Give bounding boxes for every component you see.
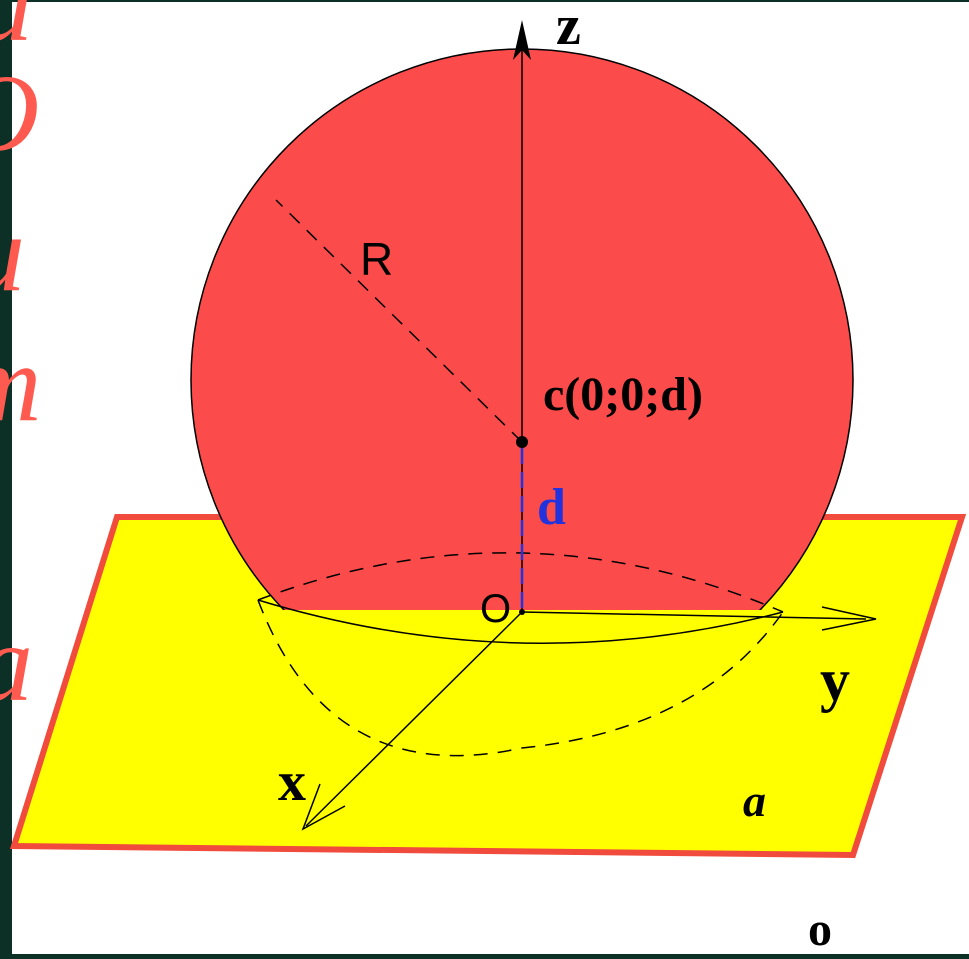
radius-label: R — [360, 233, 393, 285]
z-axis-label: z — [556, 0, 581, 57]
z-axis-arrowhead — [513, 20, 531, 60]
x-axis — [305, 611, 523, 827]
side-glyph-2: O — [0, 52, 39, 174]
plane-label: a — [743, 775, 766, 826]
distance-label: d — [537, 479, 566, 536]
sphere-hidden-lower-arc — [257, 599, 784, 757]
side-glyph-3: u — [0, 192, 25, 314]
y-axis — [521, 611, 867, 620]
x-axis-label: x — [278, 751, 306, 813]
origin-label: O — [480, 587, 511, 631]
side-glyph-4: m — [0, 322, 41, 444]
center-label: c(0;0;d) — [543, 368, 703, 421]
center-point — [516, 436, 528, 448]
sphere-equator-front — [257, 599, 784, 644]
footer-label: o — [808, 903, 832, 954]
y-axis-label: y — [820, 647, 850, 713]
side-glyphs: a O u m a — [0, 0, 41, 724]
side-glyph-5: a — [0, 602, 33, 724]
y-axis-arrowhead — [821, 606, 877, 631]
side-glyph-1: a — [0, 0, 33, 64]
radius-line — [275, 199, 523, 443]
x-axis-arrowhead — [301, 783, 346, 831]
